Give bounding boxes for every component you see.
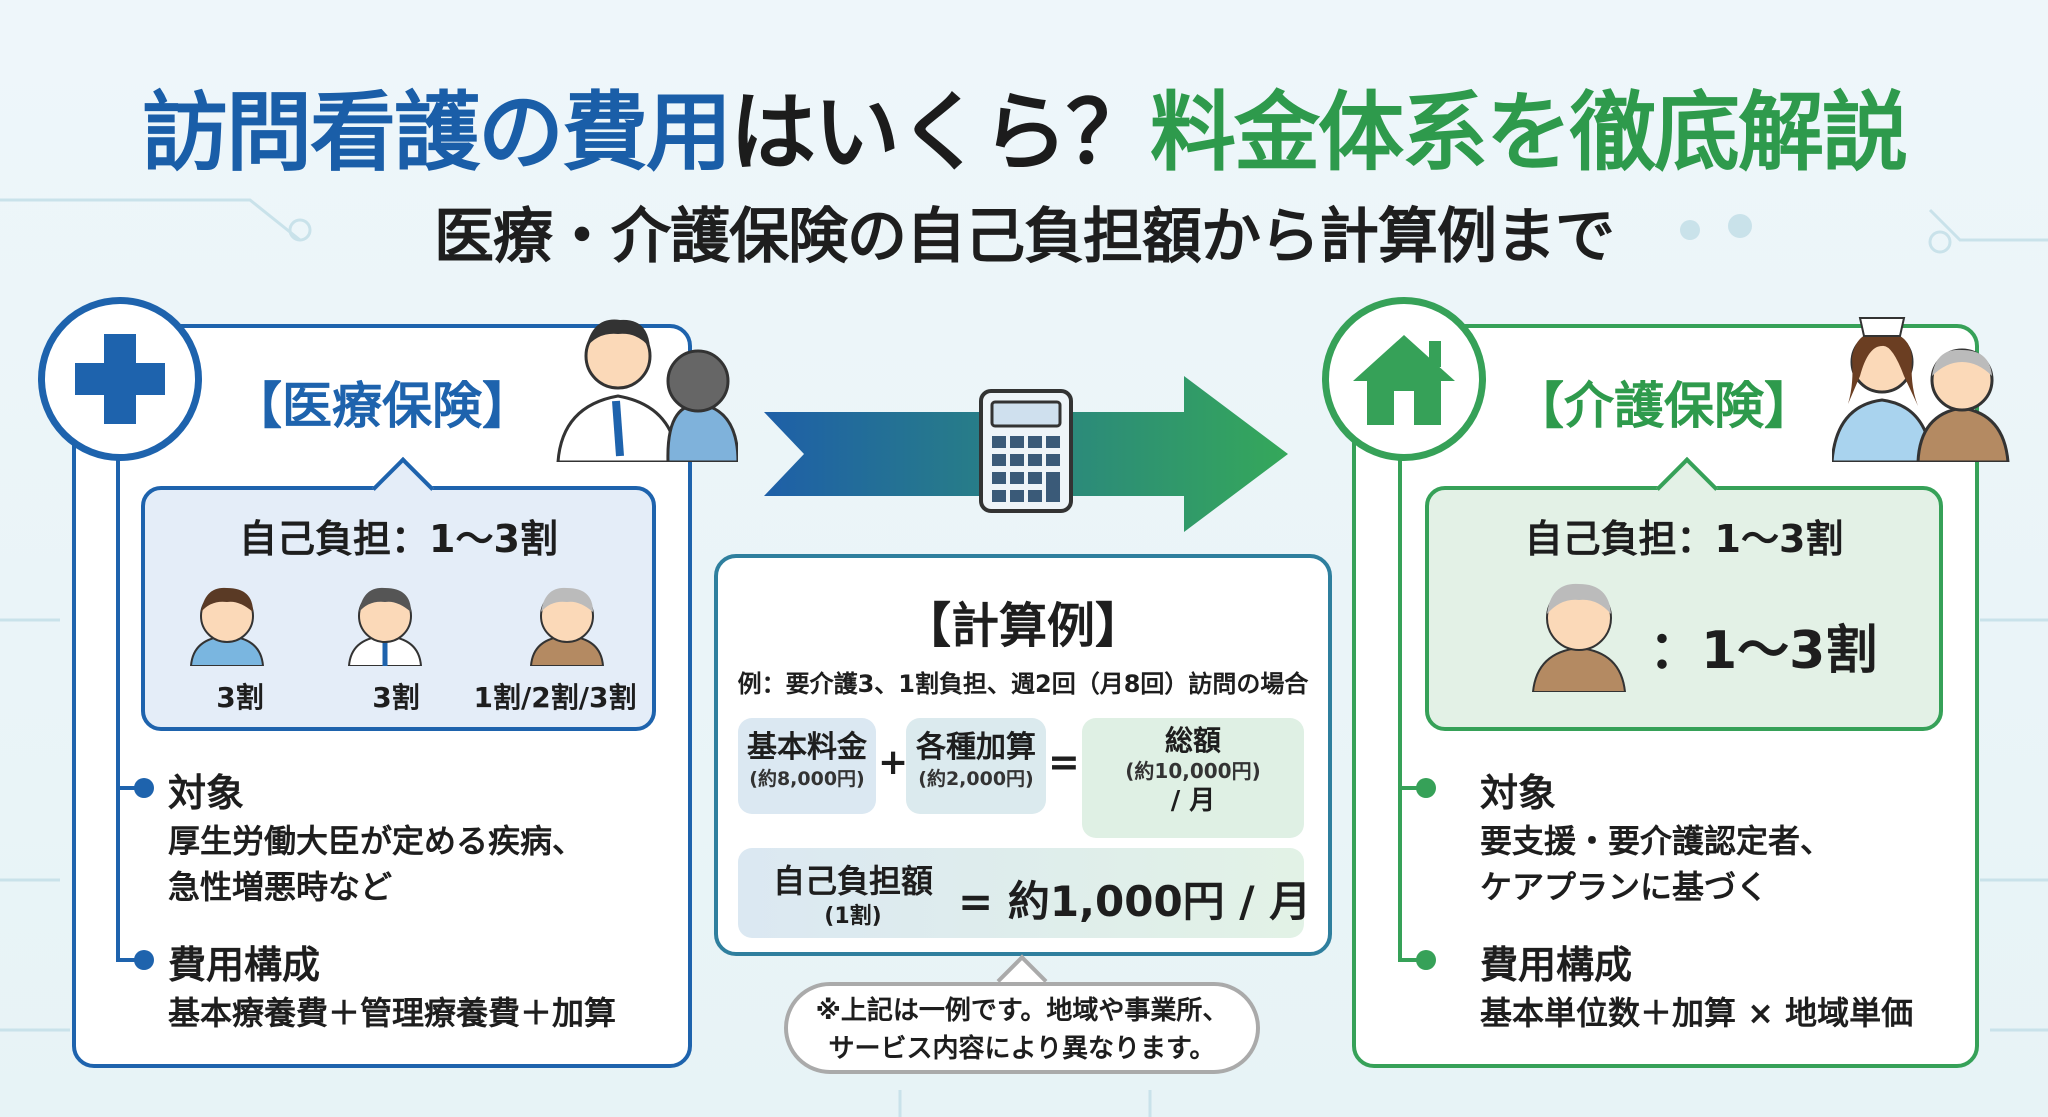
care-target-label: 対象: [1480, 771, 1557, 815]
base-fee-value: (約8,000円): [749, 768, 865, 790]
plus-sign: +: [878, 742, 909, 783]
self-pay-label: 自己負担額: [772, 862, 933, 900]
self-pay-value: = 約1,000円 / 月: [958, 877, 1312, 926]
calc-heading: 【計算例】: [902, 598, 1143, 654]
medical-cross-icon: [38, 297, 202, 461]
additions-box: 各種加算 (約2,000円): [906, 718, 1046, 814]
total-label: 総額: [1164, 724, 1221, 757]
connector-line: [1398, 440, 1402, 960]
note-line: サービス内容により異なります。: [828, 1034, 1216, 1064]
care-cost-label: 費用構成: [1480, 943, 1633, 987]
medical-target-label: 対象: [168, 771, 245, 815]
medical-target-line: 厚生労働大臣が定める疾病、: [168, 822, 585, 860]
medical-cost-label: 費用構成: [168, 943, 321, 987]
bullet-icon: [134, 778, 154, 798]
self-pay-rate: (1割): [824, 904, 882, 929]
doctor-patient-illustration: [556, 319, 738, 462]
total-box: 総額 (約10,000円) / 月: [1082, 718, 1304, 838]
calculator-icon: [979, 389, 1073, 513]
page-title: 訪問看護の費用はいくら？料金体系を徹底解説: [142, 83, 1908, 183]
bullet-icon: [134, 950, 154, 970]
person-ratio-label: 3割: [372, 681, 420, 714]
elder-ratio: ：1〜3割: [1649, 621, 1878, 681]
base-fee-label: 基本料金: [747, 730, 867, 765]
bullet-icon: [1416, 950, 1436, 970]
base-fee-box: 基本料金 (約8,000円): [738, 718, 876, 814]
medical-cost-text: 基本療養費＋管理療養費＋加算: [168, 994, 617, 1032]
care-cost-text: 基本単位数＋加算 × 地域単価: [1480, 994, 1914, 1032]
nurse-elder-illustration: [1832, 317, 2010, 462]
bullet-icon: [1416, 778, 1436, 798]
page-subtitle: 医療・介護保険の自己負担額から計算例まで: [434, 202, 1615, 272]
calc-example-condition: 例：要介護3、1割負担、週2回（月8回）訪問の場合: [737, 670, 1309, 698]
person-ratio-label: 3割: [216, 681, 264, 714]
care-burden-text: 自己負担：1〜3割: [1524, 517, 1844, 561]
medical-heading: 【医療保険】: [232, 377, 532, 435]
total-value: (約10,000円): [1125, 759, 1261, 783]
equals-sign: =: [1048, 740, 1080, 784]
self-pay-box: 自己負担額 (1割) = 約1,000円 / 月: [738, 848, 1311, 938]
care-target-line: 要支援・要介護認定者、: [1480, 822, 1833, 860]
care-heading: 【介護保険】: [1514, 377, 1814, 435]
additions-value: (約2,000円): [918, 768, 1034, 790]
total-unit: / 月: [1170, 786, 1216, 816]
medical-burden-text: 自己負担：1〜3割: [239, 517, 558, 561]
elder-icon: [1531, 583, 1627, 692]
connector-line: [116, 440, 120, 960]
additions-label: 各種加算: [916, 730, 1036, 765]
people-icons: [189, 587, 605, 666]
calculation-example-box: 【計算例】 例：要介護3、1割負担、週2回（月8回）訪問の場合 基本料金 (約8…: [714, 554, 1332, 956]
disclaimer-note: ※上記は一例です。地域や事業所、 サービス内容により異なります。: [784, 982, 1260, 1074]
medical-burden-bubble: 自己負担：1〜3割 3割 3割 1割/2割/3割: [141, 456, 656, 731]
note-line: ※上記は一例です。地域や事業所、: [815, 996, 1229, 1026]
home-icon: [1322, 297, 1486, 461]
person-ratio-label: 1割/2割/3割: [473, 681, 637, 714]
medical-target-line: 急性増悪時など: [168, 868, 393, 906]
care-target-line: ケアプランに基づく: [1480, 868, 1769, 906]
care-burden-bubble: 自己負担：1〜3割 ：1〜3割: [1425, 456, 1943, 731]
